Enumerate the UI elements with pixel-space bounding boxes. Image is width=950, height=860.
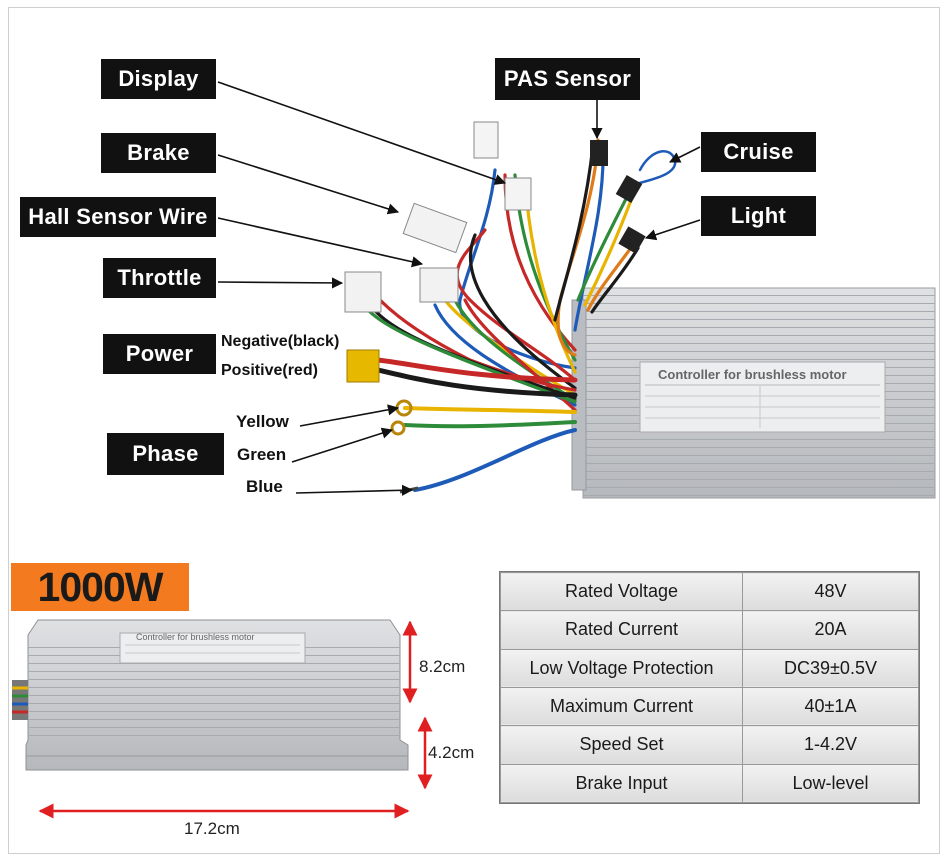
label-phase: Phase — [107, 433, 224, 475]
spec-row: Brake Input Low-level — [500, 763, 919, 804]
connectors — [344, 121, 646, 494]
dimension-height-lower: 4.2cm — [428, 743, 475, 762]
dimension-height-upper: 8.2cm — [419, 657, 466, 676]
power-negative-label: Negative(black) — [221, 333, 340, 350]
spec-value: DC39±0.5V — [742, 648, 919, 688]
spec-name: Rated Current — [500, 610, 743, 650]
spec-row: Speed Set 1-4.2V — [500, 725, 919, 765]
spec-value: 1-4.2V — [742, 725, 919, 765]
phase-blue-label: Blue — [246, 477, 283, 496]
spec-value: Low-level — [742, 763, 919, 804]
spec-name: Rated Voltage — [500, 571, 743, 612]
power-positive-label: Positive(red) — [221, 362, 318, 379]
spec-row: Low Voltage Protection DC39±0.5V — [500, 648, 919, 688]
phase-yellow-label: Yellow — [236, 412, 289, 431]
dimension-arrows — [38, 620, 433, 819]
wiring-harness — [358, 138, 677, 492]
label-light: Light — [701, 196, 816, 236]
spec-row: Rated Voltage 48V — [500, 571, 919, 612]
controller-label-side: Controller for brushless motor — [136, 632, 255, 642]
spec-row: Rated Current 20A — [500, 610, 919, 650]
wattage-badge: 1000W — [11, 563, 189, 611]
controller-side-view — [12, 619, 409, 771]
spec-name: Brake Input — [500, 763, 743, 804]
spec-value: 48V — [742, 571, 919, 612]
label-throttle: Throttle — [103, 258, 216, 298]
spec-name: Speed Set — [500, 725, 743, 765]
controller-label-main: Controller for brushless motor — [658, 367, 847, 382]
spec-name: Maximum Current — [500, 686, 743, 727]
label-display: Display — [101, 59, 216, 99]
spec-name: Low Voltage Protection — [500, 648, 743, 688]
spec-value: 20A — [742, 610, 919, 650]
label-pas-sensor: PAS Sensor — [495, 58, 640, 100]
spec-row: Maximum Current 40±1A — [500, 686, 919, 727]
image-frame — [8, 7, 940, 854]
spec-table: Rated Voltage 48V Rated Current 20A Low … — [499, 571, 920, 804]
label-power: Power — [103, 334, 216, 374]
label-cruise: Cruise — [701, 132, 816, 172]
label-hall-sensor-wire: Hall Sensor Wire — [20, 197, 216, 237]
phase-green-label: Green — [237, 445, 287, 464]
controller-housing — [571, 287, 936, 499]
callout-arrows — [217, 81, 701, 496]
spec-value: 40±1A — [742, 686, 919, 727]
dimension-length: 17.2cm — [184, 819, 240, 838]
label-brake: Brake — [101, 133, 216, 173]
